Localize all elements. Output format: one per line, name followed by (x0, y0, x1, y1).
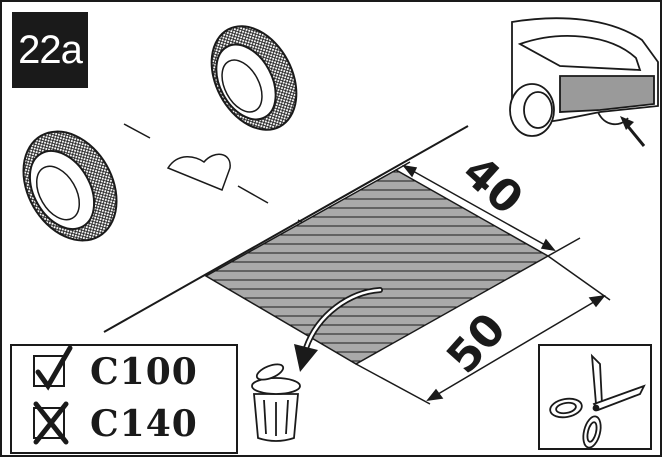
dimension-50 (355, 255, 611, 405)
legend-row-c100: C100 (34, 350, 198, 394)
edge-line (103, 125, 469, 333)
foam-piece (166, 153, 231, 191)
step-number-badge: 22a (10, 10, 90, 90)
pointer-arrow-icon (620, 116, 646, 147)
legend-label-c140: C140 (90, 403, 198, 445)
cut-area (204, 169, 550, 365)
curved-arrow-icon (294, 287, 383, 372)
wheel-icon (22, 130, 118, 242)
dimension-40 (395, 161, 581, 257)
scissors-panel (538, 344, 652, 450)
model-legend: C100 C140 (10, 344, 238, 454)
car-rear-icon (509, 17, 659, 137)
legend-mark-spacer (34, 352, 74, 392)
legend-mark-spacer (34, 404, 74, 444)
legend-row-c140: C140 (34, 402, 198, 446)
wheel-icon (210, 25, 298, 131)
trash-bin-icon (251, 363, 301, 442)
legend-label-c100: C100 (90, 351, 198, 393)
